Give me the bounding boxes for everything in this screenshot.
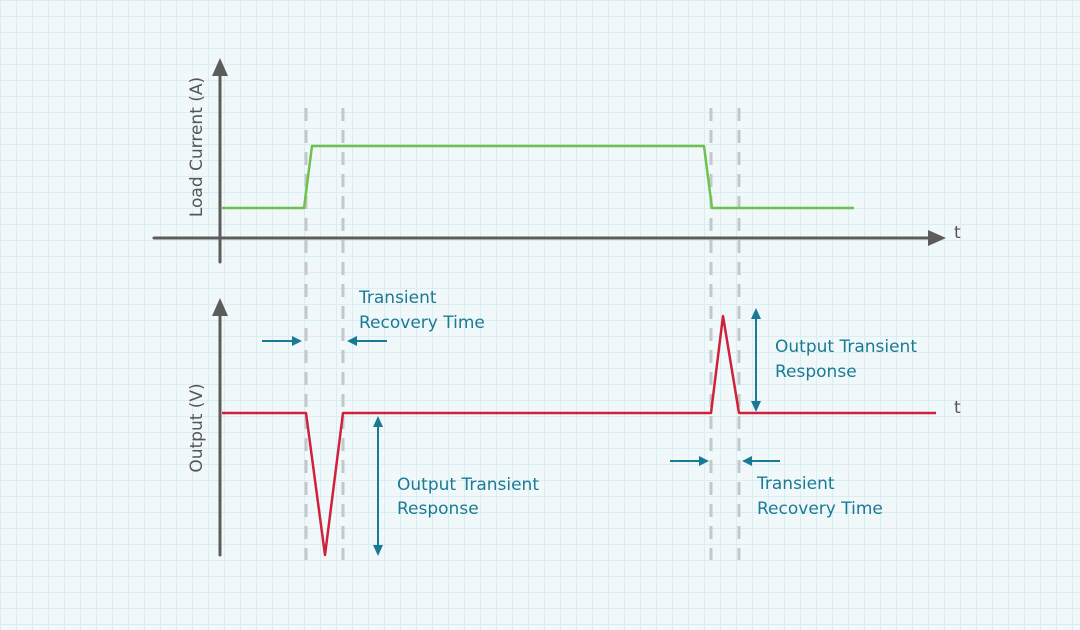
output-y-axis-arrowhead	[212, 298, 228, 316]
left-response-label-line-2: Response	[397, 499, 479, 519]
output-voltage-panel: Output (V) t	[187, 298, 961, 557]
right-recovery-arrowhead-out	[742, 456, 752, 466]
load-current-trace	[222, 144, 854, 210]
right-response-arrowhead-bottom	[751, 401, 761, 412]
output-axis-label: Output (V)	[187, 383, 207, 472]
left-response-label-line-1: Output Transient	[397, 475, 539, 495]
right-response-label-line-1: Output Transient	[775, 337, 917, 357]
right-response-annotation: Output Transient Response	[751, 308, 917, 412]
output-time-label: t	[954, 398, 961, 418]
left-recovery-label-line-2: Recovery Time	[359, 313, 485, 333]
left-response-arrowhead-top	[373, 416, 383, 427]
left-response-annotation: Output Transient Response	[373, 416, 539, 556]
right-recovery-arrowhead-in	[699, 456, 709, 466]
right-response-arrowhead-top	[751, 308, 761, 319]
right-recovery-time-annotation: Transient Recovery Time	[670, 456, 883, 519]
load-current-time-label: t	[954, 223, 961, 243]
right-recovery-label-line-2: Recovery Time	[757, 499, 883, 519]
left-response-arrowhead-bottom	[373, 545, 383, 556]
load-current-y-axis-arrowhead	[212, 58, 228, 76]
left-recovery-label-line-1: Transient	[358, 288, 437, 308]
left-recovery-arrowhead-out	[347, 336, 357, 346]
left-recovery-arrowhead-in	[292, 336, 302, 346]
load-current-axis-label: Load Current (A)	[187, 77, 207, 217]
load-current-panel: Load Current (A) t	[152, 58, 961, 264]
right-response-label-line-2: Response	[775, 362, 857, 382]
right-recovery-label-line-1: Transient	[756, 474, 835, 494]
load-current-x-axis-arrowhead	[928, 230, 946, 246]
left-recovery-time-annotation: Transient Recovery Time	[262, 288, 485, 346]
output-voltage-trace	[222, 314, 936, 557]
